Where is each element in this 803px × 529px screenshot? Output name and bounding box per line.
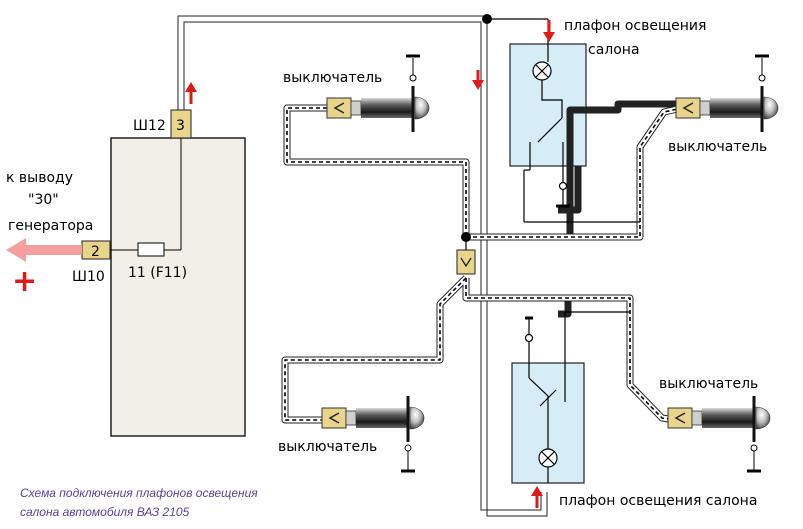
plus-sign: +: [12, 264, 37, 299]
lamp-bottom-circuit: [524, 311, 630, 483]
door-switch-top-right: [674, 84, 780, 134]
pin-3: [170, 109, 192, 139]
supply-wire: [177, 15, 548, 517]
fuse-f11: [137, 242, 165, 257]
lamp-top-box: [509, 43, 587, 167]
caption-line2: салона автомобиля ВАЗ 2105: [20, 505, 190, 519]
lamp-top-label-line2: салона: [588, 42, 640, 58]
sh12-label: Ш12: [133, 118, 166, 134]
top-junction: [482, 14, 492, 24]
door-switch-top-left: [325, 84, 431, 134]
generator-arrow: [6, 238, 82, 262]
door-switch-bottom-right: [666, 394, 772, 444]
current-arrows: [185, 20, 555, 508]
to-terminal-line3: генератора: [8, 218, 93, 234]
to-terminal-line1: к выводу: [6, 170, 73, 186]
center-connector: [456, 249, 476, 275]
fuse-label: 11 (F11): [128, 265, 187, 281]
pin-2-label: 2: [91, 244, 100, 260]
sh10-label: Ш10: [72, 269, 105, 285]
mounting-block: [110, 137, 246, 437]
switch-bottom-right-label: выключатель: [659, 376, 758, 392]
center-junction: [461, 232, 471, 242]
to-terminal-line2: "30": [28, 192, 59, 208]
switch-top-right-label: выключатель: [668, 139, 767, 155]
lamp-top-circuit: [523, 44, 640, 223]
lamp-bottom-label: плафон освещения салона: [559, 493, 757, 509]
pin-3-label: 3: [176, 118, 185, 134]
lamp-top-label-line1: плафон освещения: [564, 18, 706, 34]
switch-top-left-label: выключатель: [283, 70, 382, 86]
door-switch-bottom-left: [320, 394, 426, 444]
caption-line1: Схема подключения плафонов освещения: [20, 486, 258, 500]
switch-wires: [281, 100, 683, 424]
switch-bottom-left-label: выключатель: [278, 439, 377, 455]
